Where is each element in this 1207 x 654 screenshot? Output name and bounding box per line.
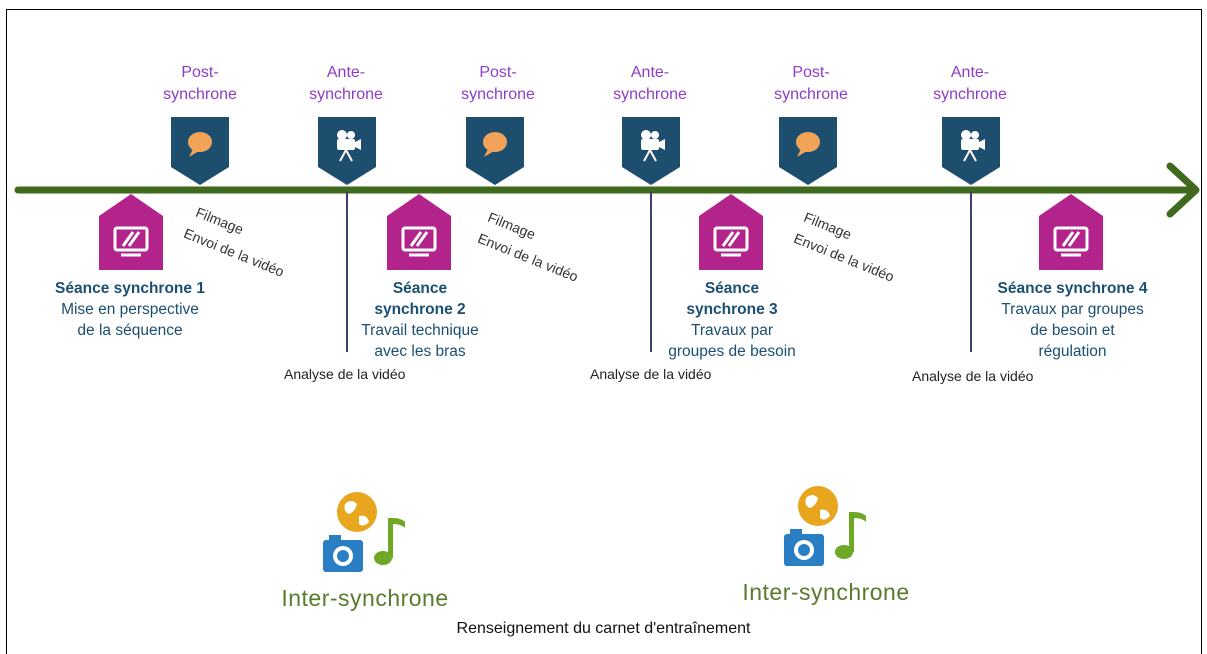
speech-bubble-icon xyxy=(466,117,524,185)
screen-session-icon xyxy=(387,194,451,270)
footer-caption: Renseignement du carnet d'entraînement xyxy=(456,620,751,637)
screen-session-icon xyxy=(1039,194,1103,270)
session-3: Séance synchrone 3 Travaux par groupes d… xyxy=(652,278,812,362)
analyse-video-label: Analyse de la vidéo xyxy=(284,366,406,382)
screen-session-icon xyxy=(99,194,163,270)
session-title: Séance synchrone 1 xyxy=(55,280,205,297)
film-camera-icon xyxy=(318,117,376,185)
phase-divider-line xyxy=(346,192,348,352)
diagram-frame xyxy=(6,9,1202,654)
analyse-video-label: Analyse de la vidéo xyxy=(912,368,1034,384)
session-4: Séance synchrone 4 Travaux par groupes d… xyxy=(980,278,1165,362)
globe-camera-note-icon xyxy=(323,492,405,572)
phase-divider-line xyxy=(650,192,652,352)
phase-label-ante: Ante-synchrone xyxy=(309,64,383,103)
phase-label-post: Post-synchrone xyxy=(774,64,848,103)
inter-synchrone-label: Inter-synchrone xyxy=(742,579,910,605)
phase-label-ante: Ante-synchrone xyxy=(613,64,687,103)
session-2: Séance synchrone 2 Travail technique ave… xyxy=(350,278,490,362)
globe-camera-note-icon xyxy=(784,486,866,566)
speech-bubble-icon xyxy=(779,117,837,185)
session-title: Séance synchrone 4 xyxy=(997,280,1148,297)
session-title: Séance xyxy=(392,280,448,297)
inter-synchrone-block: Inter-synchrone xyxy=(255,490,475,612)
inter-synchrone-label: Inter-synchrone xyxy=(281,585,449,611)
analyse-video-label: Analyse de la vidéo xyxy=(590,366,712,382)
film-camera-icon xyxy=(622,117,680,185)
phase-label-ante: Ante-synchrone xyxy=(933,64,1007,103)
film-camera-icon xyxy=(942,117,1000,185)
phase-label-post: Post-synchrone xyxy=(163,64,237,103)
session-title: Séance xyxy=(704,280,760,297)
phase-divider-line xyxy=(970,192,972,352)
inter-synchrone-block: Inter-synchrone xyxy=(716,484,936,606)
screen-session-icon xyxy=(699,194,763,270)
speech-bubble-icon xyxy=(171,117,229,185)
phase-label-post: Post-synchrone xyxy=(461,64,535,103)
session-1: Séance synchrone 1 Mise en perspective d… xyxy=(30,278,230,341)
